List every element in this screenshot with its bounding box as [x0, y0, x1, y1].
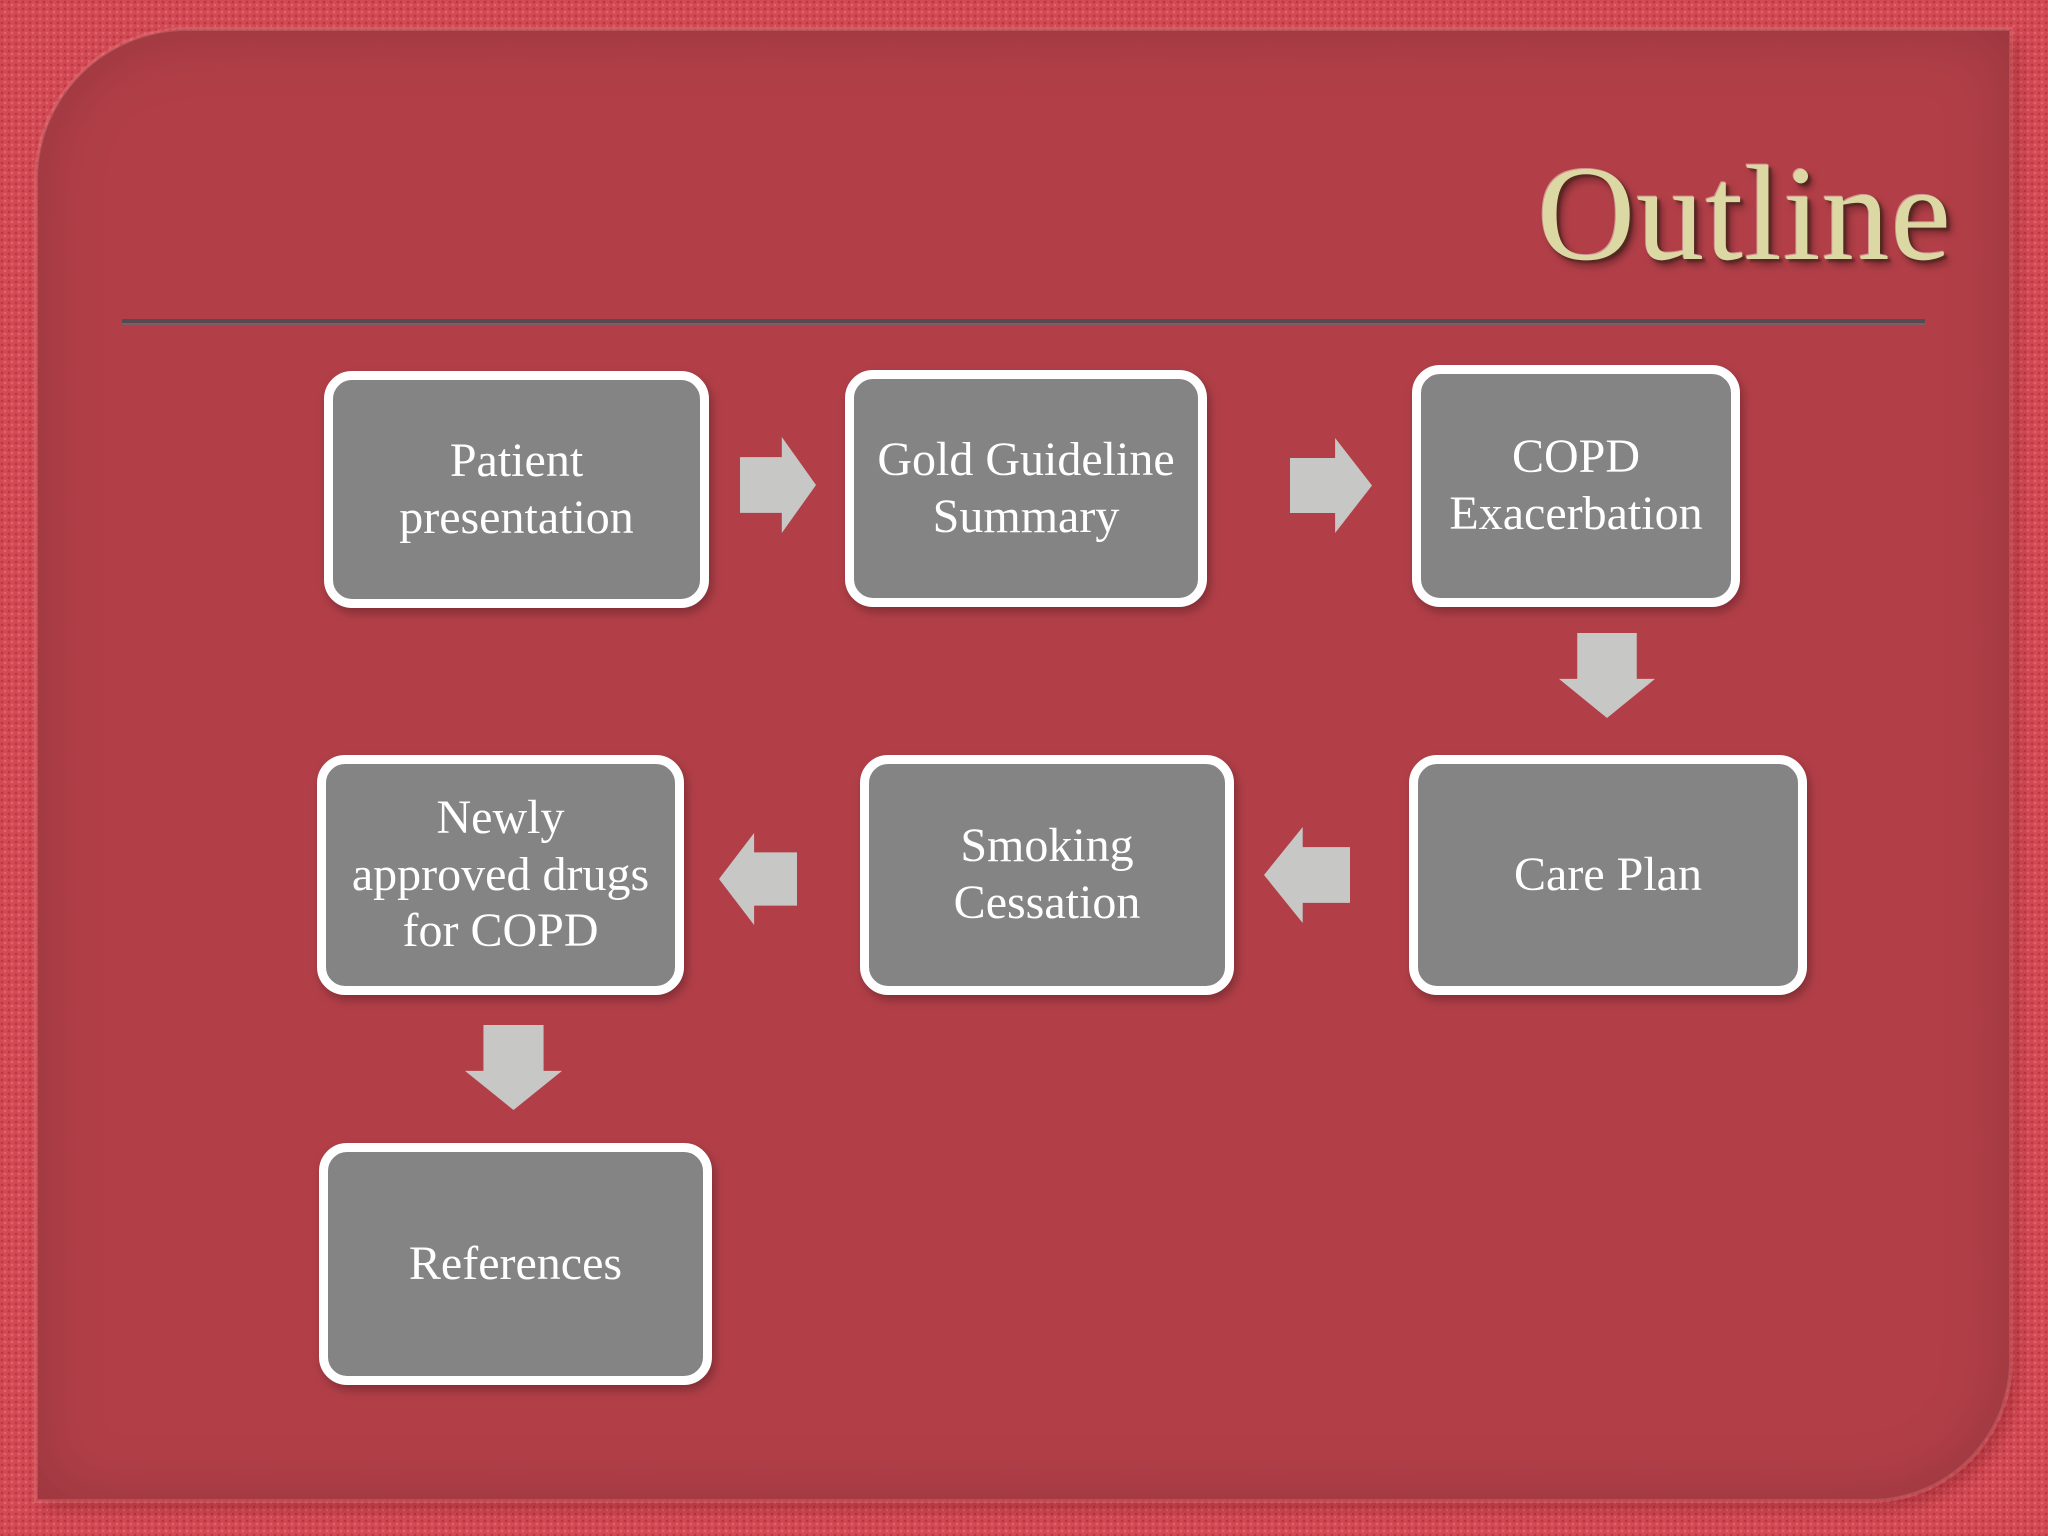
node-care-plan: Care Plan: [1409, 755, 1807, 995]
node-label: References: [408, 1236, 623, 1290]
left-arrow-icon: [719, 833, 797, 925]
down-arrow-icon: [1559, 633, 1655, 718]
node-gold-guideline-summary: Gold Guideline Summary: [845, 370, 1207, 607]
right-arrow-icon: [740, 437, 816, 533]
node-smoking-cessation: Smoking Cessation: [860, 755, 1234, 995]
node-references: References: [319, 1143, 712, 1385]
down-arrow-icon: [465, 1025, 562, 1110]
right-arrow-icon: [1290, 438, 1372, 533]
title-divider: [122, 319, 1925, 325]
node-label: Smoking Cessation: [953, 819, 1141, 929]
node-label: COPD Exacerbation: [1449, 430, 1703, 540]
node-patient-presentation: Patient presentation: [324, 371, 709, 608]
node-label: Newly approved drugs for COPD: [351, 791, 650, 958]
node-label: Gold Guideline Summary: [877, 432, 1175, 543]
left-arrow-icon: [1264, 827, 1350, 923]
node-label: Care Plan: [1514, 847, 1702, 901]
node-newly-approved-drugs: Newly approved drugs for COPD: [317, 755, 684, 995]
slide-panel: Outline Patient presentation Gold Guidel…: [37, 30, 2010, 1500]
node-copd-exacerbation: COPD Exacerbation: [1412, 365, 1740, 607]
node-label: Patient presentation: [399, 433, 634, 544]
slide-title: Outline: [1537, 139, 1952, 289]
